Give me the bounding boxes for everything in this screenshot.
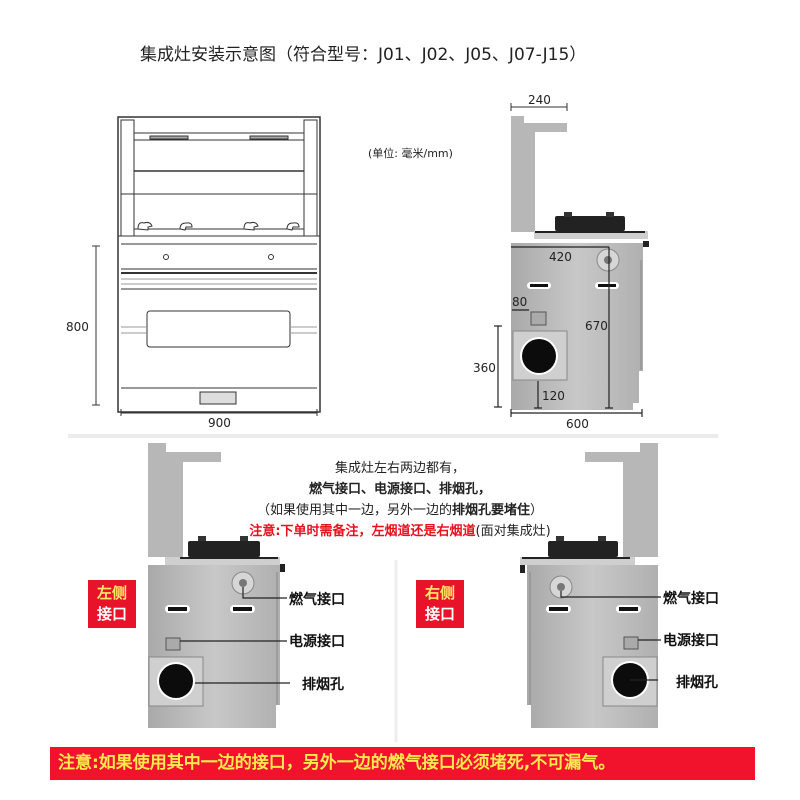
note-line-1: 集成灶左右两边都有，	[334, 461, 465, 476]
left-gas-label: 燃气接口	[289, 592, 345, 608]
note-order-warning: 注意:下单时需备注，左烟道还是右烟道	[249, 524, 476, 539]
left-side-diagram	[148, 443, 290, 728]
exhaust-bottom-label: 120	[542, 389, 565, 403]
right-interface-badge: 右侧 接口	[416, 580, 464, 628]
unit-note: (单位: 毫米/mm)	[368, 147, 453, 160]
front-width-label: 900	[208, 416, 231, 430]
side-view	[494, 103, 649, 417]
badge-line-1: 右侧	[424, 584, 455, 602]
gas-offset-label: 420	[549, 250, 572, 264]
note-line-3-suffix: ）	[530, 503, 544, 518]
burner-icon	[555, 212, 625, 231]
hood-depth-label: 240	[528, 93, 551, 107]
power-offset-label: 80	[512, 295, 528, 309]
note-line-4-suffix: (面对集成灶)	[475, 524, 551, 539]
warning-banner: 注意:如果使用其中一边的接口，另外一边的燃气接口必须堵死,不可漏气。	[50, 747, 755, 780]
depth-label: 600	[566, 417, 589, 431]
badge-line-2: 接口	[96, 605, 127, 623]
front-height-label: 800	[66, 320, 89, 334]
left-exhaust-label: 排烟孔	[302, 677, 344, 693]
knob-icons	[137, 221, 300, 231]
note-line-3: （如果使用其中一边，另外一边的排烟孔要堵住）	[0, 499, 800, 518]
right-gas-label: 燃气接口	[663, 591, 719, 607]
badge-line-2: 接口	[424, 605, 455, 623]
burner-icon	[188, 536, 260, 557]
right-side-diagram	[520, 443, 661, 728]
page-title: 集成灶安装示意图（符合型号：J01、J02、J05、J07-J15）	[140, 45, 587, 65]
note-line-3-prefix: （如果使用其中一边，另外一边的	[256, 503, 452, 518]
right-power-label: 电源接口	[663, 633, 719, 649]
exhaust-height-label: 360	[473, 361, 496, 375]
gas-height-label: 670	[585, 319, 608, 333]
front-view	[92, 116, 321, 416]
left-interface-badge: 左侧 接口	[88, 580, 136, 628]
note-line-2: 燃气接口、电源接口、排烟孔，	[308, 482, 491, 497]
note-line-4: 注意:下单时需备注，左烟道还是右烟道(面对集成灶)	[0, 520, 800, 539]
left-power-label: 电源接口	[289, 634, 345, 650]
section-divider	[68, 434, 718, 438]
right-exhaust-label: 排烟孔	[676, 675, 718, 691]
badge-line-1: 左侧	[96, 584, 127, 602]
note-line-3-bold: 排烟孔要堵住	[451, 503, 530, 518]
burner-icon	[548, 536, 618, 557]
